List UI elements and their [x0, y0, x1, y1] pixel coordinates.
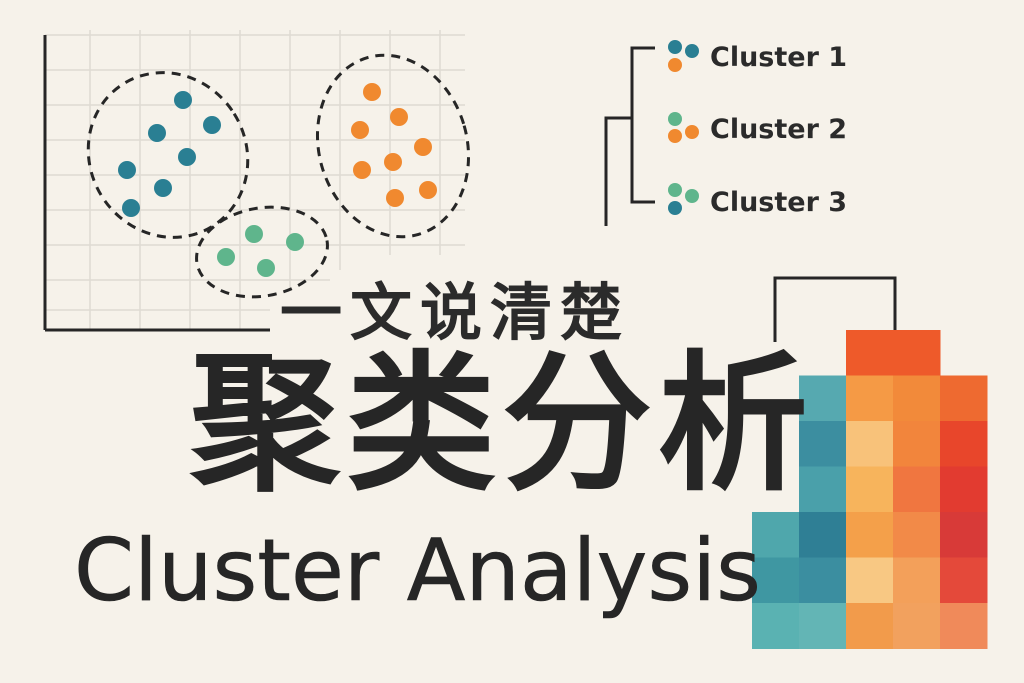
heatmap-cell	[752, 512, 800, 558]
heatmap-cell	[893, 512, 941, 558]
heatmap-cell	[752, 603, 800, 649]
heatmap-cell	[799, 557, 847, 604]
title-chinese-main: 聚类分析	[190, 338, 815, 512]
heatmap-cell	[846, 330, 894, 376]
legend-label-cluster-3: Cluster 3	[710, 187, 848, 218]
legend-icon-cluster-2	[668, 112, 699, 143]
cluster-3-points	[217, 225, 304, 277]
heatmap-cell	[799, 603, 847, 649]
legend-icon-cluster-3	[668, 183, 699, 215]
heatmap-cell	[846, 375, 894, 422]
heatmap-cell	[940, 421, 988, 467]
heatmap-cell	[799, 466, 847, 513]
heatmap-cell	[893, 603, 941, 649]
legend-bracket	[604, 46, 655, 226]
title-chinese-subtitle: 一文说清楚	[280, 276, 631, 349]
scatter-axes	[43, 35, 270, 332]
heatmap-cell	[893, 557, 941, 604]
heatmap-cell	[846, 421, 894, 467]
heatmap-cell	[893, 421, 941, 467]
heatmap-cell	[752, 557, 800, 604]
heatmap-cell	[893, 330, 941, 376]
heatmap-cell	[799, 375, 847, 422]
heatmap-dendrogram	[773, 276, 897, 342]
heatmap-cell	[940, 512, 988, 558]
heatmap-cell	[940, 603, 988, 649]
cluster-1-points	[118, 91, 221, 217]
heatmap-cell	[846, 512, 894, 558]
heatmap-cell	[799, 512, 847, 558]
cluster-1-outline	[86, 71, 250, 239]
cluster-3-outline	[195, 205, 329, 299]
heatmap-cell	[940, 375, 988, 422]
legend-label-cluster-1: Cluster 1	[710, 42, 848, 73]
legend-label-cluster-2: Cluster 2	[710, 114, 848, 145]
cluster-outlines	[86, 53, 471, 299]
legend-icon-cluster-1	[668, 40, 699, 72]
heatmap-cell	[846, 466, 894, 513]
heatmap-cell	[846, 557, 894, 604]
heatmap-cell	[940, 557, 988, 604]
heatmap-cell	[893, 466, 941, 513]
heatmap-cell	[893, 375, 941, 422]
title-english: Cluster Analysis	[74, 521, 762, 621]
cluster-2-outline	[315, 53, 471, 239]
heatmap-cell	[940, 466, 988, 513]
heatmap	[752, 330, 988, 649]
heatmap-cell	[846, 603, 894, 649]
cluster-2-points	[351, 83, 437, 207]
heatmap-cell	[799, 421, 847, 467]
